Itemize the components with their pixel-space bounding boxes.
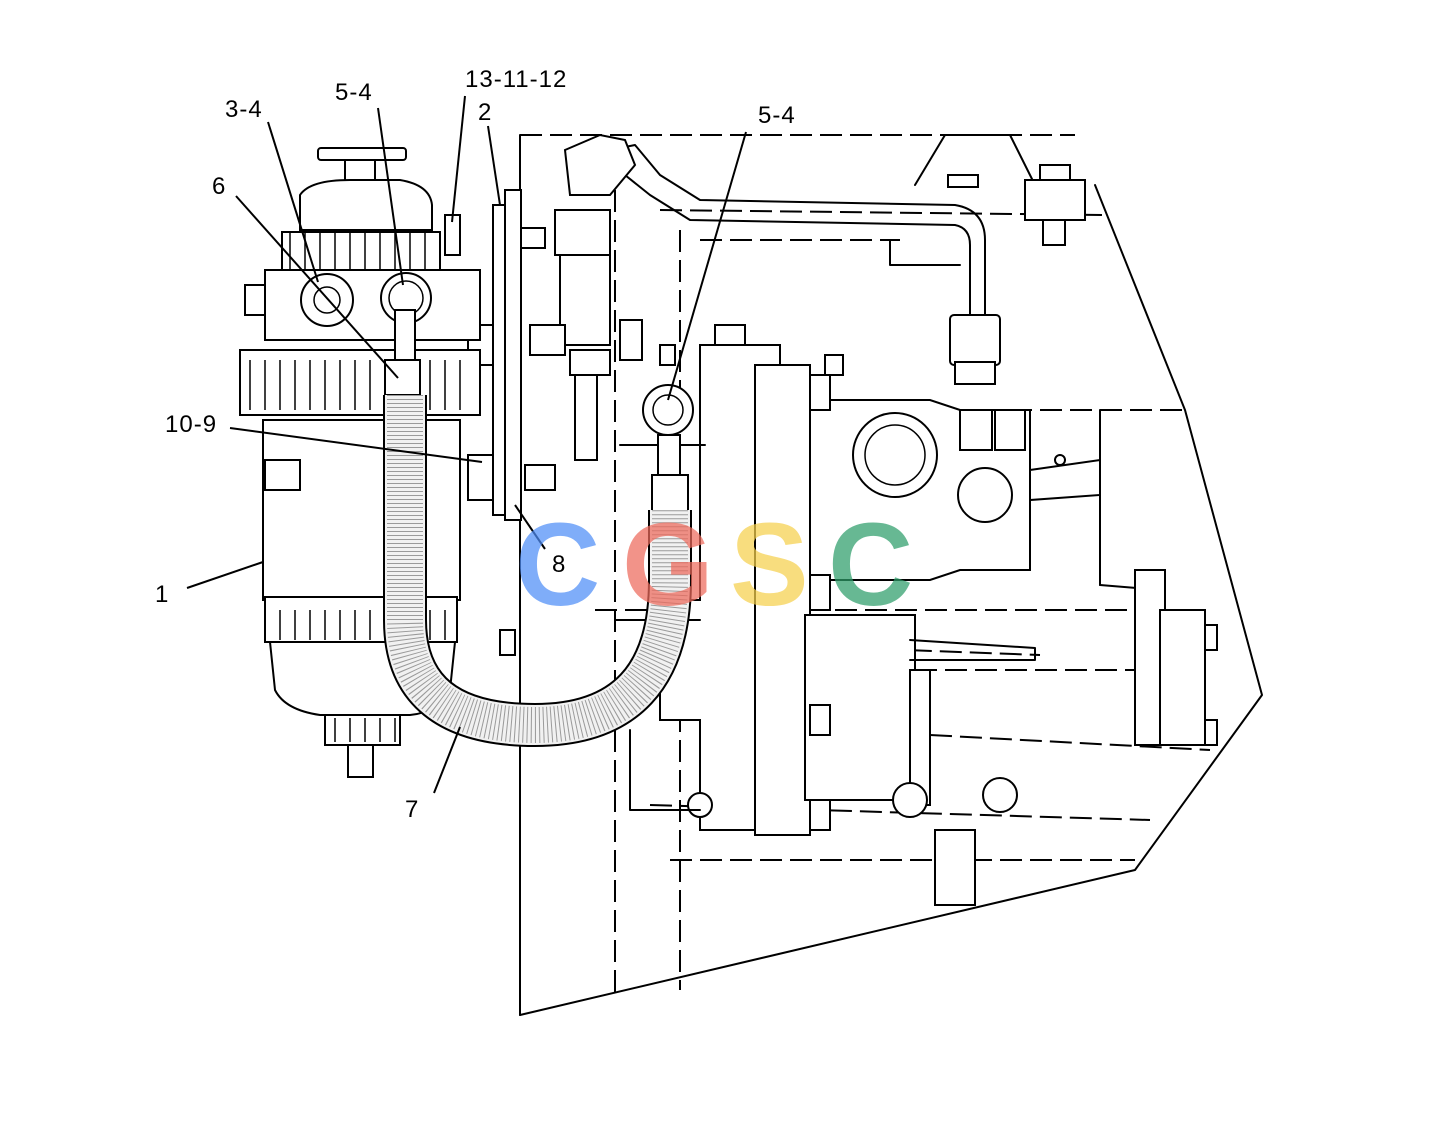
callout-7: 7 — [405, 796, 419, 823]
leader-10-9 — [229, 427, 483, 463]
leader-6 — [235, 195, 399, 379]
callout-2: 2 — [478, 99, 492, 126]
callout-6: 6 — [212, 173, 226, 200]
callout-5-4-left: 5-4 — [335, 79, 373, 106]
pump-body — [614, 324, 1218, 906]
leader-7 — [433, 726, 461, 794]
watermark-letter-c2: C — [828, 499, 913, 631]
leader-1 — [186, 561, 264, 589]
leader-5-4-right — [667, 131, 747, 401]
callout-labels: 13-11-12 2 3-4 5-4 5-4 6 10-9 1 8 7 — [155, 66, 796, 823]
fuel-line-pipe — [609, 144, 1086, 385]
callout-8: 8 — [552, 551, 566, 578]
leader-13-11-12 — [451, 95, 466, 223]
callout-1: 1 — [155, 581, 169, 608]
fuel-hose — [383, 395, 692, 748]
leader-8 — [514, 504, 546, 550]
callout-10-9: 10-9 — [165, 411, 217, 438]
callout-3-4: 3-4 — [225, 96, 263, 123]
watermark-letter-g: G — [622, 499, 714, 631]
mounting-bracket — [444, 189, 556, 656]
cgsc-watermark: C G S C — [515, 499, 913, 631]
watermark-letter-c1: C — [515, 499, 600, 631]
callout-13-11-12: 13-11-12 — [465, 66, 567, 93]
elbow-fitting — [519, 133, 643, 461]
leader-2 — [487, 125, 501, 206]
callout-5-4-right: 5-4 — [758, 102, 796, 129]
right-banjo-fitting — [642, 344, 694, 516]
leader-5-4-left — [377, 107, 404, 286]
leader-3-4 — [267, 121, 319, 283]
watermark-letter-s: S — [730, 499, 809, 631]
leader-lines — [186, 95, 747, 794]
